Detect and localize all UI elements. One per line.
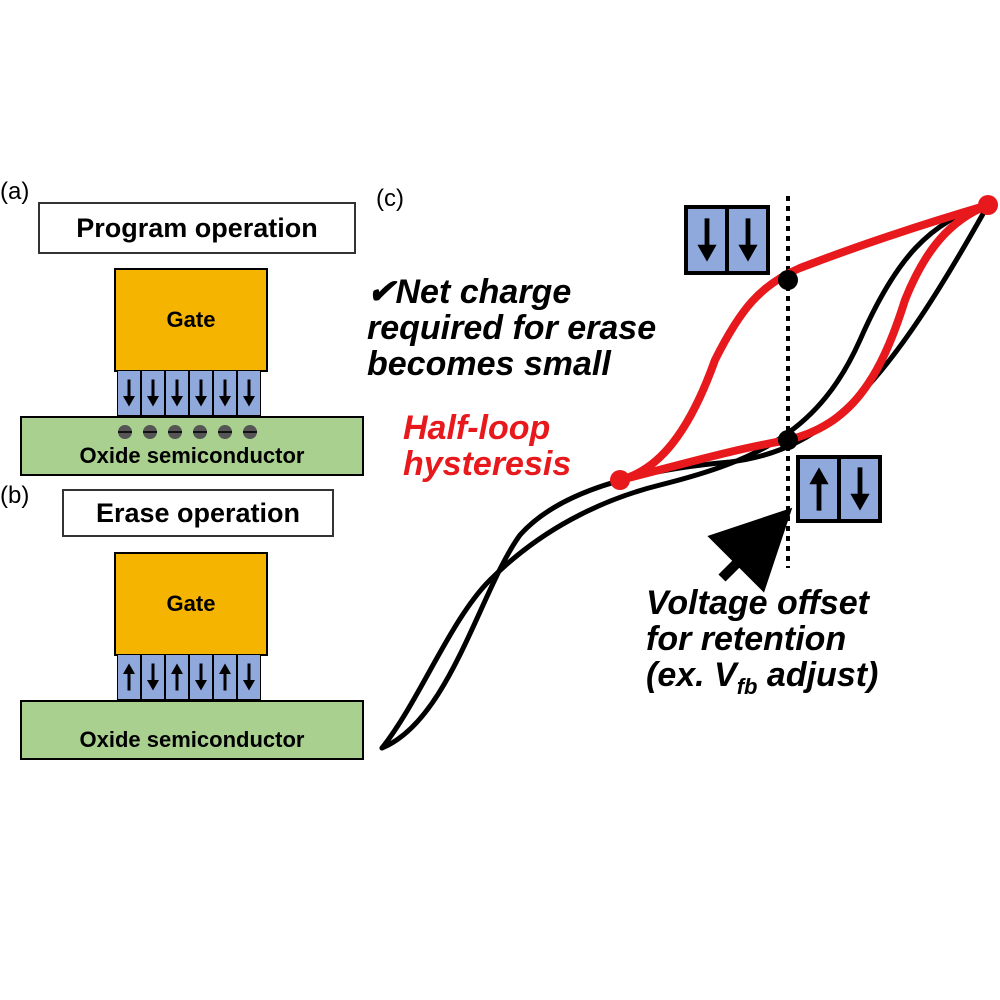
program-operation-title: Program operation bbox=[38, 202, 356, 254]
polarization-domain bbox=[189, 654, 213, 700]
polarization-domain bbox=[237, 654, 261, 700]
net-charge-line-3: becomes small bbox=[367, 345, 611, 383]
arrow-down-icon bbox=[195, 663, 207, 691]
polarization-domain bbox=[213, 370, 237, 416]
arrow-down-icon bbox=[195, 379, 207, 407]
offset-example: (ex. Vfb adjust) bbox=[646, 656, 879, 699]
offset-pointer-arrow bbox=[707, 507, 793, 593]
half-loop-line-2: hysteresis bbox=[403, 445, 572, 483]
electron-charge-icon bbox=[193, 425, 207, 439]
offset-line-1: Voltage offset bbox=[646, 584, 869, 622]
polarization-domain bbox=[213, 654, 237, 700]
offset-line-2: for retention bbox=[646, 620, 847, 658]
arrow-up-icon bbox=[219, 663, 231, 691]
polarization-domain bbox=[117, 370, 141, 416]
panel-c-label: (c) bbox=[376, 185, 404, 212]
electron-charge-icon bbox=[168, 425, 182, 439]
ferroelectric-layer-a bbox=[117, 370, 261, 416]
arrow-down-icon bbox=[123, 379, 135, 407]
net-charge-line-1: Net charge bbox=[395, 273, 572, 311]
check-mark-icon: ✔ bbox=[367, 273, 396, 311]
polarization-domain bbox=[165, 654, 189, 700]
lower-state-point bbox=[778, 430, 798, 450]
arrow-down-icon bbox=[696, 218, 717, 262]
electron-charge-icon bbox=[243, 425, 257, 439]
oxide-semiconductor-a: Oxide semiconductor bbox=[20, 416, 364, 476]
arrow-down-icon bbox=[243, 663, 255, 691]
arrow-up-icon bbox=[171, 663, 183, 691]
electron-charge-icon bbox=[218, 425, 232, 439]
full-loop-lower-branch bbox=[379, 202, 991, 751]
voltage-offset-annotation: Voltage offset for retention (ex. Vfb ad… bbox=[646, 585, 878, 705]
polarization-domain bbox=[189, 370, 213, 416]
polarization-domain bbox=[237, 370, 261, 416]
half-loop-upper-branch bbox=[616, 201, 992, 484]
half-loop-line-1: Half-loop bbox=[403, 409, 551, 447]
arrow-down-icon bbox=[147, 379, 159, 407]
net-charge-annotation: ✔Net charge required for erase becomes s… bbox=[367, 274, 656, 382]
panel-a-label: (a) bbox=[0, 178, 30, 205]
erase-operation-title: Erase operation bbox=[62, 489, 334, 537]
half-loop-lower-branch bbox=[616, 201, 992, 484]
polarization-state-cell bbox=[729, 209, 766, 271]
half-loop-end-point bbox=[978, 195, 998, 215]
arrow-down-icon bbox=[849, 467, 870, 511]
arrow-down-icon bbox=[219, 379, 231, 407]
oxide-semiconductor-b: Oxide semiconductor bbox=[20, 700, 364, 760]
half-loop-start-point bbox=[610, 470, 630, 490]
polarization-domain bbox=[141, 370, 165, 416]
electron-charge-icon bbox=[143, 425, 157, 439]
polarization-state-cell bbox=[688, 209, 725, 271]
arrow-down-icon bbox=[147, 663, 159, 691]
polarization-state-cell bbox=[841, 459, 878, 519]
electron-charge-icon bbox=[118, 425, 132, 439]
gate-a: Gate bbox=[114, 268, 268, 372]
ferroelectric-layer-b bbox=[117, 654, 261, 700]
upper-state-polarization-icon bbox=[684, 205, 770, 275]
panel-b-label: (b) bbox=[0, 482, 30, 509]
upper-state-point bbox=[778, 270, 798, 290]
polarization-domain bbox=[141, 654, 165, 700]
electron-charge-row bbox=[118, 425, 257, 439]
arrow-up-icon bbox=[808, 467, 829, 511]
gate-b: Gate bbox=[114, 552, 268, 656]
arrow-down-icon bbox=[243, 379, 255, 407]
polarization-domain bbox=[165, 370, 189, 416]
arrow-up-icon bbox=[123, 663, 135, 691]
arrow-down-icon bbox=[737, 218, 758, 262]
polarization-state-cell bbox=[800, 459, 837, 519]
lower-state-polarization-icon bbox=[796, 455, 882, 523]
net-charge-line-2: required for erase bbox=[367, 309, 657, 347]
half-loop-annotation: Half-loop hysteresis bbox=[403, 410, 571, 482]
polarization-domain bbox=[117, 654, 141, 700]
arrow-down-icon bbox=[171, 379, 183, 407]
